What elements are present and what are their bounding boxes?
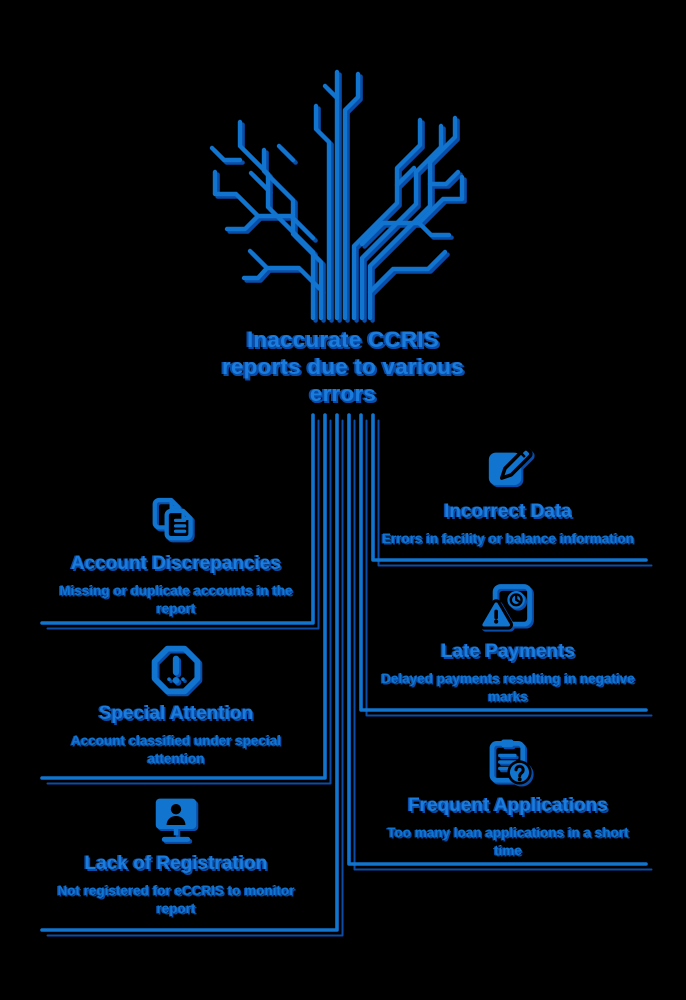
section-subtitle: Account classified under special attenti…: [70, 733, 282, 767]
clipboard-question-icon: [482, 734, 534, 790]
section-subtitle: Not registered for eCCRIS to monitor rep…: [57, 883, 295, 917]
section-late-payments: Late Payments Delayed payments resulting…: [367, 580, 649, 706]
page-title: Inaccurate CCRIS reports due to various …: [222, 327, 464, 406]
section-title: Lack of Registration: [84, 853, 268, 874]
section-subtitle: Too many loan applications in a short ti…: [387, 825, 629, 859]
section-subtitle: Errors in facility or balance informatio…: [381, 531, 635, 546]
section-title: Late Payments: [440, 641, 576, 662]
edit-square-icon: [483, 440, 533, 496]
section-title: Frequent Applications: [408, 795, 608, 816]
section-lack-of-registration: Lack of Registration Not registered for …: [26, 792, 326, 918]
copy-documents-icon: [150, 492, 202, 548]
section-account-discrepancies: Account Discrepancies Missing or duplica…: [26, 492, 326, 618]
section-subtitle: Missing or duplicate accounts in the rep…: [59, 583, 293, 617]
section-incorrect-data: Incorrect Data Errors in facility or bal…: [367, 440, 649, 548]
section-title: Incorrect Data: [444, 501, 572, 522]
section-frequent-applications: Frequent Applications Too many loan appl…: [367, 734, 649, 860]
section-subtitle: Delayed payments resulting in negative m…: [381, 671, 635, 705]
monitor-user-icon: [149, 792, 203, 848]
section-title: Special Attention: [98, 703, 254, 724]
octagon-alert-icon: [149, 642, 203, 698]
section-title: Account Discrepancies: [70, 553, 282, 574]
section-special-attention: Special Attention Account classified und…: [26, 642, 326, 768]
doc-clock-warning-icon: [480, 580, 536, 636]
